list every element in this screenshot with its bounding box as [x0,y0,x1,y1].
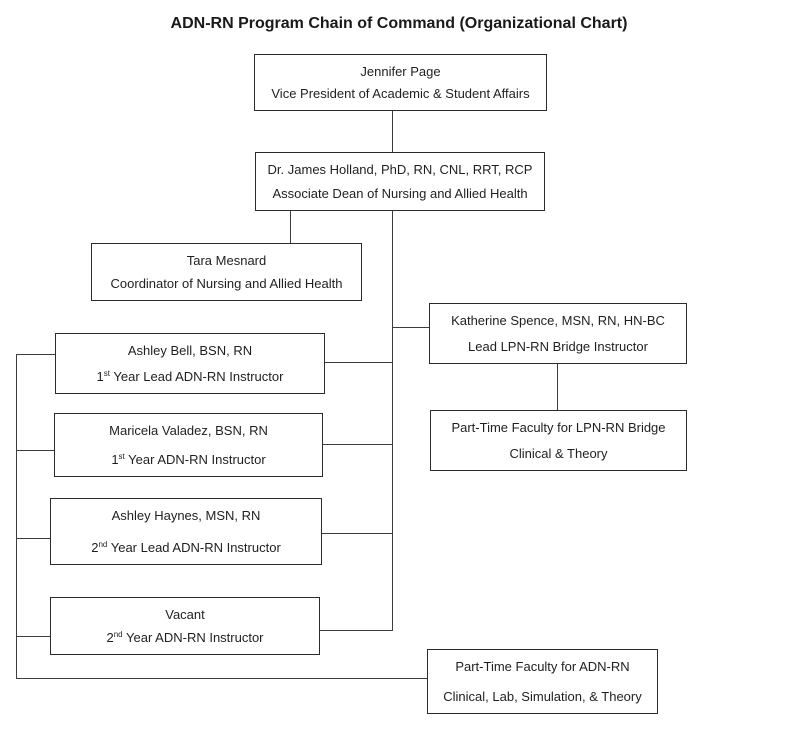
person-role: 1st Year Lead ADN-RN Instructor [97,369,284,385]
person-role: 1st Year ADN-RN Instructor [111,452,265,468]
org-box-pt-faculty-bridge: Part-Time Faculty for LPN-RN Bridge Clin… [430,410,687,471]
org-box-year2-instructor: Vacant 2nd Year ADN-RN Instructor [50,597,320,655]
connector-rail-to-year1-lead [16,354,55,355]
group-name: Part-Time Faculty for ADN-RN [455,659,630,674]
role-text: Year ADN-RN Instructor [122,630,264,645]
connector-year2-to-trunk [320,630,392,631]
person-role: Vice President of Academic & Student Aff… [271,86,530,101]
connector-vp-to-dean [392,111,393,152]
org-box-year1-lead-instructor: Ashley Bell, BSN, RN 1st Year Lead ADN-R… [55,333,325,394]
group-role: Clinical & Theory [509,446,608,461]
person-role: Coordinator of Nursing and Allied Health [110,276,343,291]
role-ordinal: 1 [111,452,119,467]
person-name: Dr. James Holland, PhD, RN, CNL, RRT, RC… [267,162,533,177]
role-ordinal: 2 [106,630,114,645]
org-box-vp: Jennifer Page Vice President of Academic… [254,54,547,111]
role-text: Year Lead ADN-RN Instructor [110,369,284,384]
connector-dean-trunk [392,211,393,631]
person-role: 2nd Year Lead ADN-RN Instructor [91,540,281,556]
connector-year2-lead-to-trunk [322,533,392,534]
role-ordinal: 2 [91,540,99,555]
connector-trunk-to-lead-bridge [392,327,429,328]
chart-title: ADN-RN Program Chain of Command (Organiz… [170,15,628,32]
person-name: Vacant [165,607,205,622]
person-name: Ashley Bell, BSN, RN [127,343,253,358]
role-ordinal-suffix: nd [98,540,108,549]
person-name: Ashley Haynes, MSN, RN [111,508,261,523]
connector-instructors-rail [16,354,17,679]
role-text: Year Lead ADN-RN Instructor [107,540,281,555]
connector-year1-to-trunk [323,444,392,445]
person-name: Katherine Spence, MSN, RN, HN-BC [451,313,665,328]
role-ordinal-suffix: nd [113,630,123,639]
group-role: Clinical, Lab, Simulation, & Theory [443,689,642,704]
connector-dean-to-coordinator [290,211,291,243]
person-name: Tara Mesnard [186,253,267,268]
connector-year1-lead-to-trunk [325,362,392,363]
person-name: Maricela Valadez, BSN, RN [109,423,268,438]
connector-rail-to-year1 [16,450,54,451]
connector-rail-to-year2 [16,636,50,637]
group-name: Part-Time Faculty for LPN-RN Bridge [451,420,666,435]
person-name: Jennifer Page [360,64,441,79]
person-role: Lead LPN-RN Bridge Instructor [468,339,648,354]
role-ordinal-suffix: st [103,369,111,378]
org-box-year1-instructor: Maricela Valadez, BSN, RN 1st Year ADN-R… [54,413,323,477]
connector-lead-bridge-to-pt-faculty-bridge [557,364,558,410]
connector-rail-to-year2-lead [16,538,50,539]
org-box-year2-lead-instructor: Ashley Haynes, MSN, RN 2nd Year Lead ADN… [50,498,322,565]
role-ordinal-suffix: st [118,452,125,461]
org-box-pt-faculty-adn: Part-Time Faculty for ADN-RN Clinical, L… [427,649,658,714]
org-box-lead-bridge-instructor: Katherine Spence, MSN, RN, HN-BC Lead LP… [429,303,687,364]
org-box-coordinator: Tara Mesnard Coordinator of Nursing and … [91,243,362,301]
person-role: 2nd Year ADN-RN Instructor [106,630,263,646]
org-box-associate-dean: Dr. James Holland, PhD, RN, CNL, RRT, RC… [255,152,545,211]
connector-rail-to-pt-faculty-adn [16,678,427,679]
person-role: Associate Dean of Nursing and Allied Hea… [272,186,528,201]
role-text: Year ADN-RN Instructor [124,452,266,467]
role-ordinal: 1 [96,369,104,384]
